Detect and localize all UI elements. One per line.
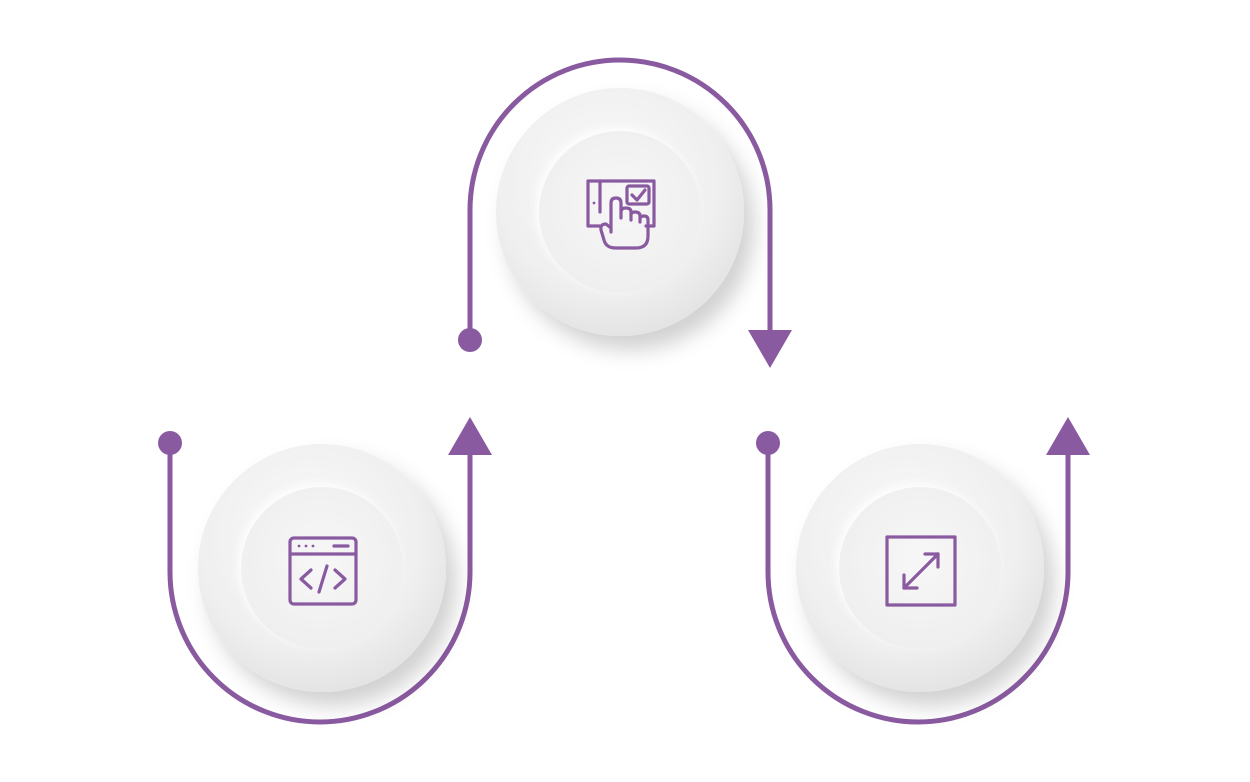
step-2 bbox=[458, 57, 792, 368]
step-2-arrow-down-icon bbox=[748, 330, 792, 368]
step-3-inner-circle bbox=[839, 487, 1001, 649]
step-1-arrow-up-icon bbox=[448, 417, 492, 455]
step-3 bbox=[756, 417, 1090, 725]
step-3-connector-line bbox=[765, 440, 1071, 725]
expand-resize-icon bbox=[885, 535, 957, 607]
step-2-connector-line bbox=[467, 57, 773, 343]
step-2-start-dot bbox=[458, 328, 482, 352]
code-window-icon bbox=[288, 536, 358, 606]
step-3-arrow-up-icon bbox=[1046, 417, 1090, 455]
step-3-start-dot bbox=[756, 431, 780, 455]
touch-screen-check-icon bbox=[586, 179, 656, 250]
step-1-start-dot bbox=[158, 431, 182, 455]
step-1-connector-line bbox=[167, 440, 473, 725]
step-1 bbox=[158, 417, 492, 725]
step-1-inner-circle bbox=[241, 487, 403, 649]
